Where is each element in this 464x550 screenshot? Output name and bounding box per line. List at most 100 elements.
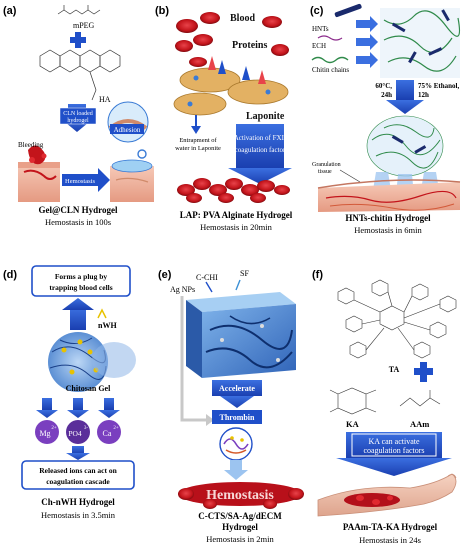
input-arrows	[356, 16, 378, 68]
ion-po4-label: PO4	[68, 429, 82, 438]
released-line1: Released ions can act on	[39, 466, 117, 475]
ha-label: HA	[99, 95, 111, 104]
panel-a-letter: (a)	[3, 5, 17, 17]
ag-nps-arrowhead	[206, 414, 214, 426]
panel-f: (f) TA	[312, 269, 457, 545]
hemostasis-arrow	[62, 168, 110, 192]
thrombin-down-arrow	[224, 460, 248, 480]
ag-nps-path	[180, 296, 208, 422]
c-chi-pointer	[205, 281, 213, 293]
nwh-label: nWH	[98, 321, 117, 330]
panel-a-time: Hemostasis in 100s	[45, 217, 111, 227]
panel-e-title-line1: C-CTS/SA-Ag/dECM	[198, 511, 282, 521]
panel-e-letter: (e)	[158, 269, 172, 281]
adhesion-label-box	[110, 124, 144, 134]
c-chi-label: C-CHI	[196, 273, 218, 282]
panel-b: (b) Blood Proteins Laponite	[155, 5, 293, 232]
panel-e-title-line2: Hydrogel	[222, 522, 258, 532]
activate-line2: coagulation factors	[363, 446, 424, 455]
ka-structure	[329, 387, 377, 415]
chitin-chain-icon	[311, 56, 349, 64]
wound-tissue-left	[18, 145, 60, 202]
entrapment-line2: water in Laponite	[175, 145, 221, 152]
panel-a: (a) mPEG HA CLN loaded hydrogel	[3, 5, 154, 227]
entrapment-line1: Entrapment of	[179, 137, 217, 144]
panel-d-time: Hemostasis in 3.5min	[41, 510, 116, 520]
ion-mg: Mg 2+	[35, 420, 59, 444]
panel-f-letter: (f)	[312, 269, 323, 281]
cln-loaded-line1: CLN loaded	[63, 111, 93, 117]
hnts-label: HNTs	[312, 25, 329, 33]
ion-po4: PO4 3-	[66, 420, 90, 444]
hydrogel-cube	[186, 292, 296, 378]
activate-line1: KA can activate	[368, 437, 420, 446]
process-down-arrow	[386, 80, 424, 114]
blood-label: Blood	[230, 13, 255, 24]
ion-mg-label: Mg	[39, 429, 50, 438]
panel-e-time: Hemostasis in 2min	[206, 534, 274, 544]
adhesion-label: Adhesion	[114, 126, 141, 134]
activation-line2: (coagulation factor)	[232, 146, 288, 154]
activation-arrow	[228, 124, 292, 184]
plug-box	[31, 265, 131, 297]
panel-b-title: LAP: PVA Alginate Hydrogel	[180, 210, 293, 220]
sf-label: SF	[240, 269, 249, 278]
entrapment-arrow-icon	[191, 115, 201, 134]
gel-halo	[92, 342, 136, 378]
panel-a-title: Gel@CLN Hydrogel	[39, 205, 118, 215]
ion-ca-charge: 2+	[113, 426, 119, 431]
laponite-label: Laponite	[246, 111, 285, 122]
released-line2: coagulation cascade	[46, 477, 110, 486]
hemostasis-label: Hemostasis	[206, 488, 274, 503]
thrombin-bubble	[219, 427, 253, 461]
accelerate-label: Accelerate	[219, 384, 255, 393]
arm-with-wound	[317, 473, 457, 517]
activation-line1: Activation of FXII	[234, 134, 287, 142]
hemostasis-arrow-label: Hemostasis	[65, 178, 95, 185]
ion-po4-charge: 3-	[84, 426, 89, 431]
aam-structure	[399, 390, 441, 407]
plug-line2: trapping blood cells	[49, 283, 112, 292]
accelerate-arrow	[212, 380, 262, 408]
panel-b-time: Hemostasis in 20min	[200, 222, 273, 232]
hemostasis-clot	[178, 482, 304, 509]
plus-icon	[70, 32, 86, 48]
granulation-line1: Granulation	[312, 162, 341, 168]
sf-pointer	[235, 279, 241, 291]
released-ions-box	[21, 460, 135, 490]
ech-label: ECH	[312, 42, 326, 50]
ka-activate-arrow	[336, 432, 452, 476]
aam-label: AAm	[410, 419, 429, 429]
healed-tissue-right	[110, 149, 154, 202]
panel-c: (c) HNTs ECH Chitin chains 60°C,	[310, 3, 461, 235]
cln-loaded-line2: hydrogel	[67, 118, 89, 124]
panel-c-time: Hemostasis in 6min	[354, 225, 422, 235]
chitin-chains-label: Chitin chains	[312, 66, 349, 74]
ion-ca: Ca 2+	[97, 420, 121, 444]
blood-clot-cluster	[177, 178, 290, 203]
panel-e: (e) C-CHI SF Ag NPs Accelerate Thrombin	[158, 269, 304, 544]
ha-structure	[39, 49, 121, 101]
cond-left-line2: 24h	[381, 91, 392, 99]
thrombin-label: Thrombin	[220, 413, 256, 422]
panel-d: (d) Forms a plug by trapping blood cells…	[3, 265, 136, 520]
ta-label: TA	[389, 365, 400, 374]
hnt-tube-icon	[334, 3, 362, 18]
ech-molecule-icon	[317, 35, 343, 41]
panel-f-time: Hemostasis in 24s	[359, 535, 421, 545]
ion-release-arrows	[36, 398, 120, 418]
panel-f-title: PAAm-TA-KA Hydrogel	[343, 522, 438, 532]
chitin-network-top	[380, 8, 461, 78]
ka-activate-box	[351, 433, 437, 457]
skin-tissue-block	[317, 179, 461, 212]
ag-nps-label: Ag NPs	[170, 285, 195, 294]
up-arrow-to-plug	[62, 298, 94, 330]
panel-c-letter: (c)	[310, 5, 324, 17]
plus-icon-f	[414, 362, 433, 382]
granulation-pointer	[339, 169, 361, 183]
panel-d-letter: (d)	[3, 269, 17, 281]
cln-loaded-box	[59, 107, 97, 125]
panel-d-title: Ch-nWH Hydrogel	[41, 497, 115, 507]
ions-down-arrow	[66, 446, 90, 460]
